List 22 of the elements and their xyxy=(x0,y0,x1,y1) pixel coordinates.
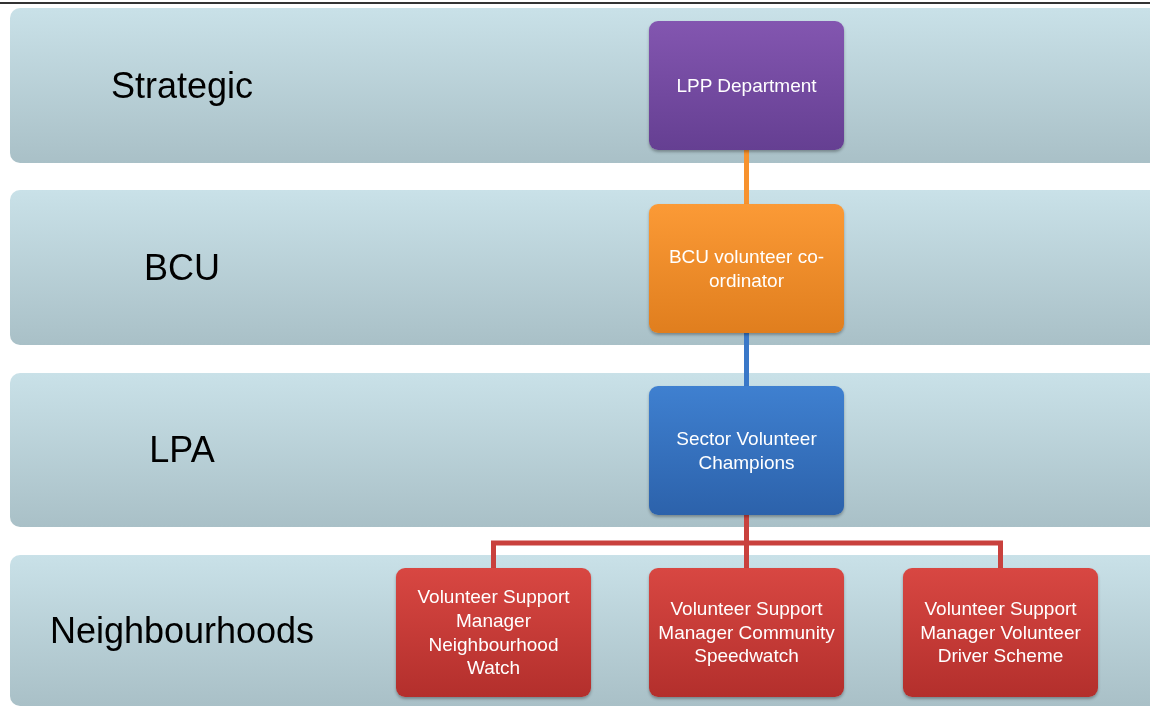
role-box xyxy=(903,568,1098,697)
connector-line xyxy=(744,333,749,386)
role-title: Sector Volunteer Champions xyxy=(675,426,818,475)
role-box xyxy=(396,568,591,697)
role-title: Volunteer Support Manager Volunteer Driver Scheme xyxy=(919,596,1082,669)
role-title: Volunteer Support Manager Neighbourhood Watch xyxy=(416,585,571,680)
role-box xyxy=(649,21,844,150)
level-band xyxy=(10,8,1150,163)
level-band xyxy=(10,555,1150,706)
level-label: LPA xyxy=(149,429,215,471)
role-title: LPP Department xyxy=(676,73,817,98)
role-box xyxy=(649,204,844,333)
role-box xyxy=(649,568,844,697)
level-band xyxy=(10,190,1150,345)
level-band xyxy=(10,373,1150,527)
role-title: BCU volunteer co-ordinator xyxy=(667,244,826,293)
level-label: Neighbourhoods xyxy=(49,609,315,652)
connector-line xyxy=(744,150,749,204)
role-box xyxy=(649,386,844,515)
role-title: Volunteer Support Manager Community Speedwatch xyxy=(657,596,836,669)
level-label: BCU xyxy=(144,246,220,289)
level-label: Strategic xyxy=(110,64,254,107)
